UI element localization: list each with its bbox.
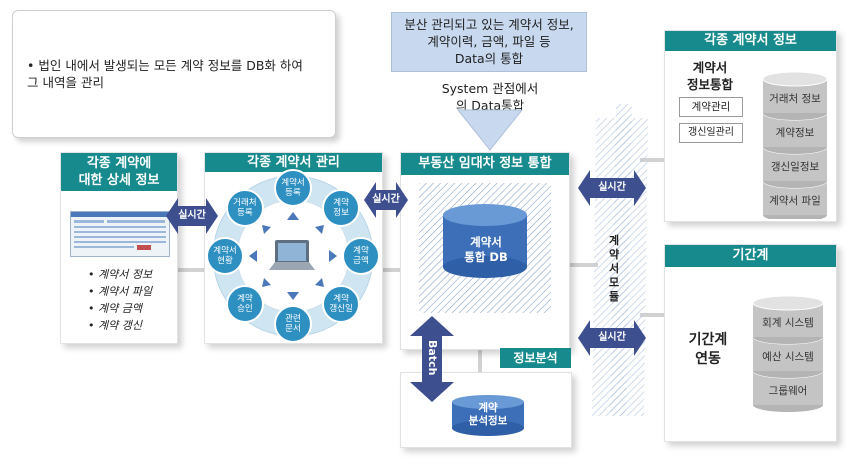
ring-node-label: 계약서 등록: [281, 178, 305, 198]
integration-info-box: 분산 관리되고 있는 계약서 정보, 계약이력, 금액, 파일 등 Data의 …: [391, 12, 587, 72]
ring-node-label: 계약 갱신일: [329, 294, 353, 315]
realtime-arrow: [578, 170, 646, 206]
batch-arrow: [410, 316, 454, 402]
panel-contract-manage-title: 각종 계약서 관리: [205, 153, 382, 172]
stack-label: 회계 시스템: [762, 317, 814, 329]
computer-icon: [269, 240, 315, 270]
down-funnel-arrow: [456, 109, 524, 151]
integration-db-area: [419, 183, 551, 313]
analysis-db-icon: [452, 395, 524, 436]
ring-node-label: 관련 문서: [285, 314, 301, 334]
system-view-label: System 관점에서 의 Data통합: [441, 81, 539, 113]
detail-item: • 계약 갱신: [88, 319, 142, 332]
module-label: 계 약 서 모 듈: [608, 234, 620, 303]
detail-list: • 계약서 정보 • 계약서 파일 • 계약 금액 • 계약 갱신: [88, 266, 152, 334]
ring-node-status: 계약서 현황: [206, 237, 244, 275]
realtime-arrow: [166, 198, 218, 234]
panel-contract-detail: 각종 계약에 대한 상세 정보: [60, 152, 178, 344]
stack-label: 계약정보: [776, 127, 815, 139]
renewal-manage-box: 갱신일관리: [679, 123, 743, 143]
analysis-title: 정보분석: [500, 348, 571, 368]
stack-label: 예산 시스템: [762, 350, 814, 363]
ring-node-label: 계약 금액: [353, 246, 369, 266]
screen-thumbnail: [70, 211, 170, 257]
ring-node-label: 거래처 등록: [233, 197, 257, 218]
stack-label: 거래처 정보: [769, 93, 821, 105]
contract-info-subtitle: 계약서 정보통합: [686, 60, 733, 92]
realtime-arrow: [578, 320, 646, 356]
ring-node-docs: 관련 문서: [274, 305, 312, 343]
description-note: • 법인 내에서 발생되는 모든 계약 정보를 DB화 하여 그 내역을 관리: [12, 10, 336, 138]
integration-db-label: 계약서 통합 DB: [464, 235, 508, 264]
ring-node-label: 계약서 현황: [213, 246, 237, 266]
ring-node-approval: 계약 승인: [225, 285, 264, 324]
ring-node-label: 계약 승인: [237, 294, 253, 315]
ring-node-info: 계약 정보: [322, 188, 361, 227]
contract-manage-box: 계약관리: [679, 97, 743, 117]
panel-contract-info: 각종 계약서 정보 계약서 정보통합 계약관리 갱신일관리 계약서 파일 갱신일정…: [664, 30, 837, 222]
realtime-label: 실시간: [598, 182, 626, 193]
panel-integration: 부동산 임대차 정보 통합 계약서 통합 DB: [400, 152, 570, 350]
stack-segment: 거래처 정보: [762, 71, 828, 120]
panel-core-systems: 기간계 기간계 연동 그룹웨어 예산 시스템 회계 시스템: [664, 244, 837, 442]
panel-integration-title: 부동산 임대차 정보 통합: [401, 153, 569, 175]
panel-core-title: 기간계: [665, 245, 836, 267]
stack-segment: 회계 시스템: [752, 295, 824, 344]
core-subtitle: 기간계 연동: [688, 332, 728, 367]
contract-info-stack: 계약서 파일 갱신일정보 계약정보 거래처 정보: [762, 71, 828, 219]
stack-label: 계약서 파일: [769, 194, 821, 207]
realtime-label: 실시간: [372, 194, 400, 205]
panel-contract-detail-title: 각종 계약에 대한 상세 정보: [61, 153, 177, 191]
analysis-db-label: 계약 분석정보: [468, 402, 508, 427]
realtime-arrow: [364, 182, 408, 218]
detail-item: • 계약서 파일: [88, 285, 153, 298]
realtime-label: 실시간: [598, 332, 626, 343]
ring-node-register: 계약서 등록: [274, 169, 312, 207]
stack-label: 갱신일정보: [771, 160, 820, 173]
panel-contract-info-title: 각종 계약서 정보: [665, 31, 836, 51]
description-text: • 법인 내에서 발생되는 모든 계약 정보를 DB화 하여 그 내역을 관리: [27, 58, 303, 90]
detail-item: • 계약 금액: [88, 302, 142, 315]
ring-node-partner: 거래처 등록: [225, 188, 264, 227]
batch-label: Batch: [426, 340, 439, 376]
core-stack: 그룹웨어 예산 시스템 회계 시스템: [752, 295, 824, 412]
integration-info-text: 분산 관리되고 있는 계약서 정보, 계약이력, 금액, 파일 등 Data의 …: [404, 17, 574, 66]
database-icon: [443, 204, 527, 278]
realtime-label: 실시간: [178, 210, 206, 221]
ring-node-amount: 계약 금액: [342, 237, 380, 275]
stack-label: 그룹웨어: [769, 385, 808, 397]
ring-node-renewal: 계약 갱신일: [322, 285, 361, 324]
ring-node-label: 계약 정보: [333, 197, 349, 218]
detail-item: • 계약서 정보: [88, 268, 153, 281]
